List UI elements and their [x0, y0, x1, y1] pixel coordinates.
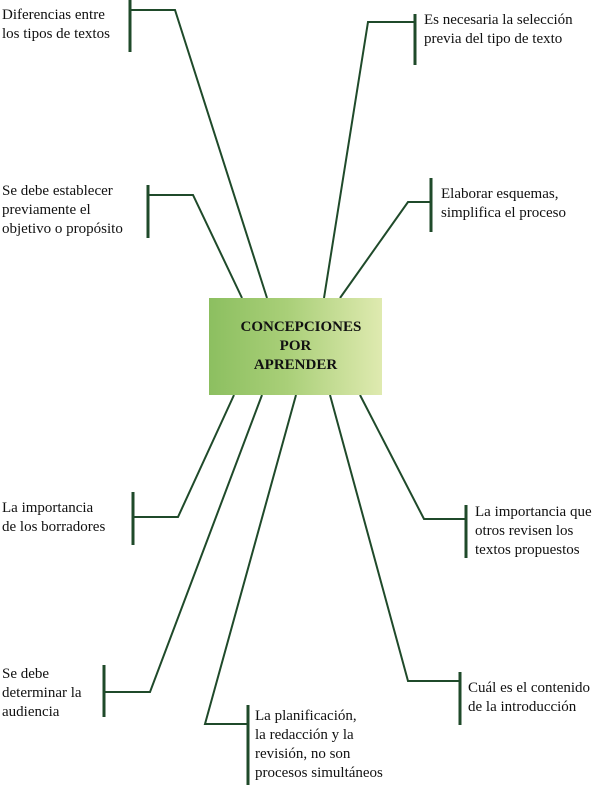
connector-line	[323, 21, 415, 299]
connector-line	[329, 394, 460, 682]
node-text: La importancia que	[475, 504, 592, 520]
central-concept-box: CONCEPCIONES POR APRENDER	[209, 298, 382, 395]
node-objetivo: Se debe establecer previamente el objeti…	[2, 182, 123, 239]
node-text: La planificación,	[255, 708, 357, 724]
node-text: Se debe	[2, 666, 50, 682]
node-text: de los borradores	[2, 519, 106, 535]
node-text: la redacción y la	[255, 727, 354, 743]
node-borradores: La importancia de los borradores	[2, 499, 105, 537]
connector-line	[133, 394, 235, 518]
node-text: Diferencias entre	[2, 7, 105, 23]
central-concept-title: CONCEPCIONES POR APRENDER	[240, 319, 362, 373]
node-text: objetivo o propósito	[2, 221, 123, 237]
node-text: otros revisen los	[475, 523, 574, 539]
node-text: simplifica el proceso	[441, 205, 566, 221]
node-text: textos propuestos	[475, 542, 580, 558]
connector-line	[359, 394, 466, 520]
node-text: audiencia	[2, 704, 60, 720]
node-text: previa del tipo de texto	[424, 31, 563, 47]
node-esquemas: Elaborar esquemas, simplifica el proceso	[441, 185, 566, 223]
connector-line	[104, 394, 263, 693]
node-text: revisión, no son	[255, 746, 351, 762]
node-audiencia: Se debe determinar la audiencia	[2, 665, 82, 722]
node-text: Elaborar esquemas,	[441, 186, 559, 202]
node-revisen: La importancia que otros revisen los tex…	[475, 503, 592, 560]
connector-line	[130, 9, 268, 299]
node-text: previamente el	[2, 202, 91, 218]
node-text: Cuál es el contenido	[468, 680, 591, 696]
node-diferencias: Diferencias entre los tipos de textos	[2, 6, 110, 44]
node-text: Se debe establecer	[2, 183, 113, 199]
connector-line	[203, 394, 297, 725]
node-introduccion: Cuál es el contenido de la introducción	[468, 679, 590, 717]
node-text: La importancia	[2, 500, 94, 516]
node-text: los tipos de textos	[2, 26, 110, 42]
node-text: de la introducción	[468, 699, 577, 715]
node-text: determinar la	[2, 685, 82, 701]
node-text: procesos simultáneos	[255, 765, 383, 781]
node-text: Es necesaria la selección	[424, 12, 573, 28]
node-planificacion: La planificación, la redacción y la revi…	[255, 707, 383, 783]
connector-line	[148, 194, 243, 299]
node-seleccion: Es necesaria la selección previa del tip…	[424, 11, 573, 49]
connector-line	[339, 201, 431, 299]
